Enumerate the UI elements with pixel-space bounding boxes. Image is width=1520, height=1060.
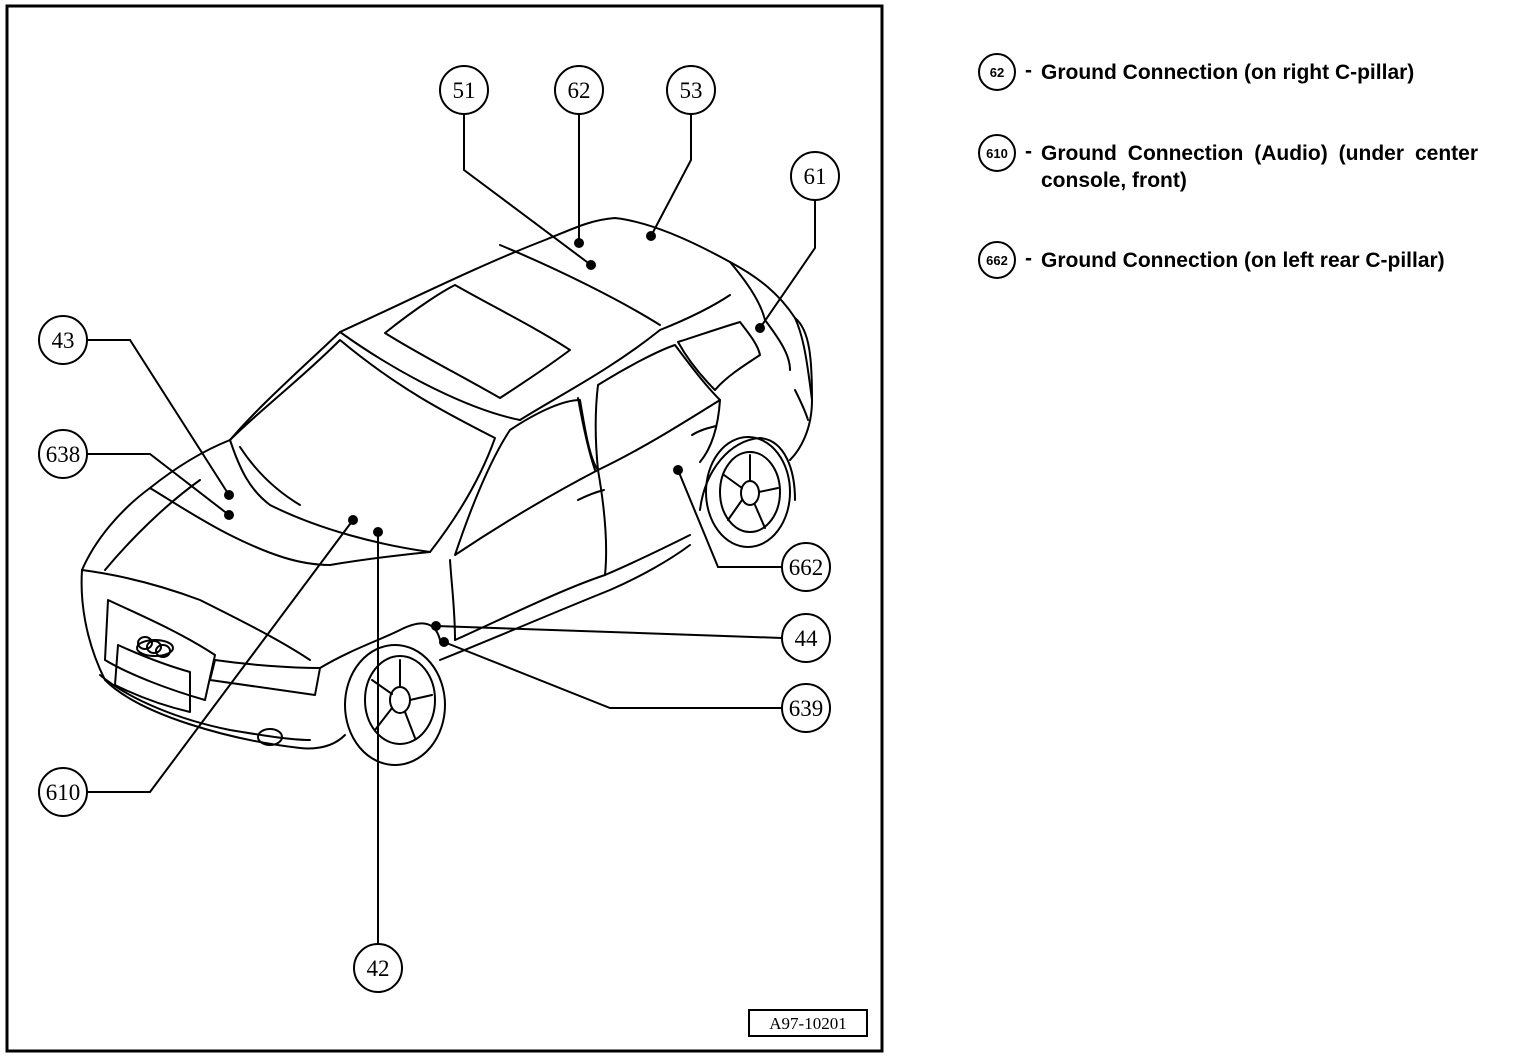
legend-dash: -: [1025, 140, 1032, 163]
callout-53: 53: [666, 65, 716, 115]
callout-44: 44: [781, 613, 831, 663]
callout-label: 62: [568, 78, 591, 103]
legend-description: Ground Connection (Audio) (under center …: [1041, 142, 1478, 192]
leader-lines: [87, 113, 816, 944]
ground-point-44: [431, 621, 441, 631]
callout-badges: 51 62 53 61 43 638 662 44: [38, 65, 840, 993]
figure-id-box: A97-10201: [748, 1009, 868, 1037]
callout-label: 610: [46, 780, 81, 805]
callout-label: 43: [52, 328, 75, 353]
ground-point-43: [224, 490, 234, 500]
callout-639: 639: [781, 683, 831, 733]
callout-label: 44: [795, 626, 819, 651]
figure-id: A97-10201: [769, 1014, 846, 1033]
ground-point-638: [224, 510, 234, 520]
callout-label: 638: [46, 442, 81, 467]
front-wheel: [344, 644, 446, 766]
callout-label: 53: [680, 78, 703, 103]
ground-point-62: [574, 238, 584, 248]
ground-point-662: [673, 465, 683, 475]
callout-label: 662: [789, 555, 824, 580]
callout-62: 62: [554, 65, 604, 115]
ground-point-51: [586, 260, 596, 270]
rings-logo: [136, 639, 174, 657]
ground-points: [224, 231, 765, 647]
callout-label: 51: [453, 78, 476, 103]
callout-610: 610: [38, 767, 88, 817]
callout-61: 61: [790, 151, 840, 201]
figure-frame: [5, 4, 884, 1053]
callout-662: 662: [781, 542, 831, 592]
ground-point-53: [646, 231, 656, 241]
callout-51: 51: [439, 65, 489, 115]
callout-42: 42: [353, 943, 403, 993]
rear-wheel: [705, 436, 791, 548]
legend-description: Ground Connection (on left rear C-pillar…: [1041, 249, 1445, 272]
legend-number-badge: 610: [978, 134, 1016, 172]
legend-number-badge: 662: [978, 241, 1016, 279]
ground-point-42: [373, 527, 383, 537]
callout-43: 43: [38, 315, 88, 365]
callout-label: 639: [789, 696, 824, 721]
legend-number-badge: 62: [978, 53, 1016, 91]
legend-description: Ground Connection (on right C-pillar): [1041, 61, 1415, 84]
car-illustration: [80, 217, 813, 766]
ground-point-61: [755, 323, 765, 333]
callout-label: 61: [804, 164, 827, 189]
callout-638: 638: [38, 429, 88, 479]
ground-point-610: [348, 515, 358, 525]
legend-dash: -: [1025, 247, 1032, 270]
ground-point-639: [439, 637, 449, 647]
callout-label: 42: [367, 956, 390, 981]
legend-dash: -: [1025, 59, 1032, 82]
